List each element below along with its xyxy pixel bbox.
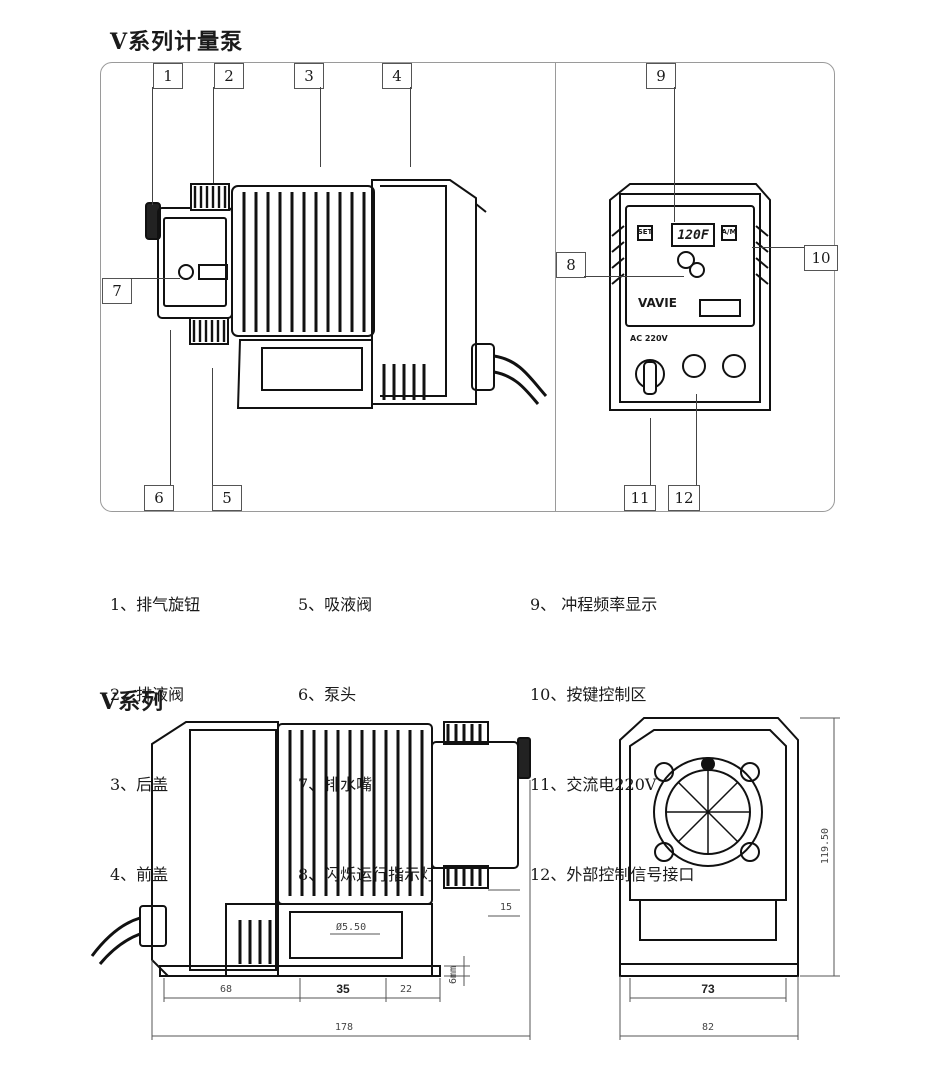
dim-119-50: 119.50 [820,828,831,864]
legend-item: 9、 冲程频率显示 [530,595,658,614]
legend-col-2: 5、吸液阀 6、泵头 7、排水嘴 8、闪烁运行指示灯 [298,530,436,920]
panel-divider [555,62,556,511]
dim-68: 68 [220,984,232,995]
pump-front-view [609,183,771,411]
legend-item: 11、交流电220V [530,775,657,794]
dim-22: 22 [400,984,412,995]
dim-15: 15 [500,902,512,913]
legend-item: 8、闪烁运行指示灯 [298,865,437,884]
leader-12 [696,394,697,485]
legend-item: 5、吸液阀 [298,595,373,614]
legend-item: 6、泵头 [298,685,357,704]
page-title: V系列计量泵 [110,29,244,55]
legend-item: 7、排水嘴 [298,775,373,794]
dim-6mm: 6mm [448,966,459,984]
callout-5: 5 [212,485,242,511]
power-label: AC 220V [630,334,668,343]
leader-9 [674,87,675,222]
legend-item: 12、外部控制信号接口 [530,865,695,884]
leader-7 [130,278,180,279]
brand-logo: VAVIE [638,296,677,310]
pump-side-view [145,179,548,409]
leader-11 [650,418,651,485]
legend-item: 1、排气旋钮 [110,595,201,614]
leader-8 [584,276,684,277]
callout-2: 2 [214,63,244,89]
am-key[interactable]: A/M [721,228,737,236]
legend-item: 2、排液阀 [110,685,185,704]
legend-col-1: 1、排气旋钮 2、排液阀 3、后盖 4、前盖 [110,530,200,920]
leader-2 [213,87,214,183]
dim-178: 178 [335,1022,353,1033]
dim-35: 35 [336,982,350,996]
callout-7: 7 [102,278,132,304]
callout-3: 3 [294,63,324,89]
callout-8: 8 [556,252,586,278]
leader-5 [212,368,213,485]
leader-1 [152,87,153,205]
callout-6: 6 [144,485,174,511]
callout-11: 11 [624,485,656,511]
callout-12: 12 [668,485,700,511]
parts-diagram-panel [100,62,835,512]
legend-item: 3、后盖 [110,775,169,794]
legend-col-3: 9、 冲程频率显示 10、按键控制区 11、交流电220V 12、外部控制信号接… [530,530,694,920]
callout-1: 1 [153,63,183,89]
dim-73: 73 [701,982,715,996]
dim-5-50: Ø5.50 [336,921,366,933]
dim-82: 82 [702,1022,714,1033]
leader-6 [170,330,171,485]
leader-3 [320,87,321,167]
leader-10 [752,247,804,248]
callout-10: 10 [804,245,838,271]
callout-9: 9 [646,63,676,89]
callout-4: 4 [382,63,412,89]
section-title: V系列 [100,689,165,715]
legend-item: 10、按键控制区 [530,685,647,704]
leader-4 [410,87,411,167]
stroke-frequency-display: 120F [677,227,709,243]
legend-item: 4、前盖 [110,865,169,884]
set-key[interactable]: SET [637,228,653,236]
